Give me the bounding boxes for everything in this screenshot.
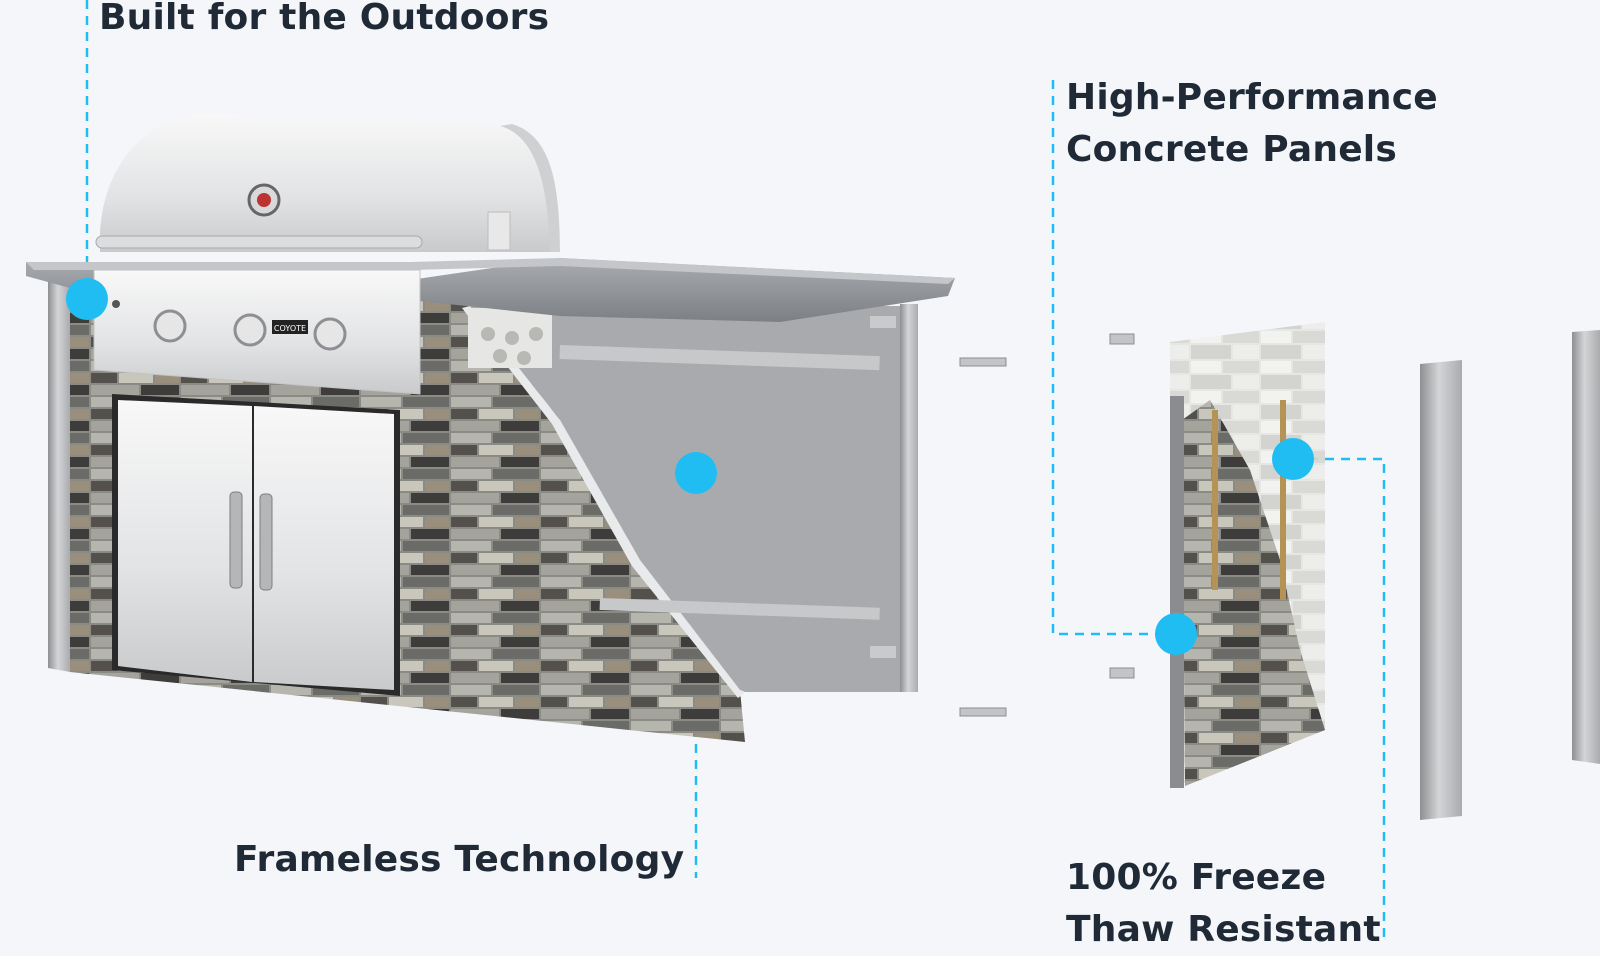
callout-freeze-thaw: 100% Freeze Thaw Resistant: [1066, 852, 1381, 956]
callout-concrete-panels: High-Performance Concrete Panels: [1066, 72, 1438, 176]
steel-post: [1572, 330, 1600, 764]
grill-brand-label: COYOTE: [274, 324, 306, 333]
callout-dot-panels[interactable]: [1155, 613, 1197, 655]
exploded-concrete-panel: [1170, 322, 1325, 788]
grill-island: COYOTE: [26, 114, 955, 742]
callout-dot-freeze[interactable]: [1272, 438, 1314, 480]
callout-built-for-outdoors: Built for the Outdoors: [99, 0, 550, 38]
connector-clips: [959, 333, 1135, 717]
callout-dot-outdoors[interactable]: [66, 278, 108, 320]
steel-post: [1420, 360, 1462, 820]
callout-frameless-technology: Frameless Technology: [234, 839, 685, 880]
callout-line: Concrete Panels: [1066, 129, 1397, 170]
callout-line: 100% Freeze: [1066, 857, 1327, 898]
callout-dot-frameless[interactable]: [675, 452, 717, 494]
callout-line: High-Performance: [1066, 77, 1438, 118]
callout-line: Thaw Resistant: [1066, 909, 1381, 950]
